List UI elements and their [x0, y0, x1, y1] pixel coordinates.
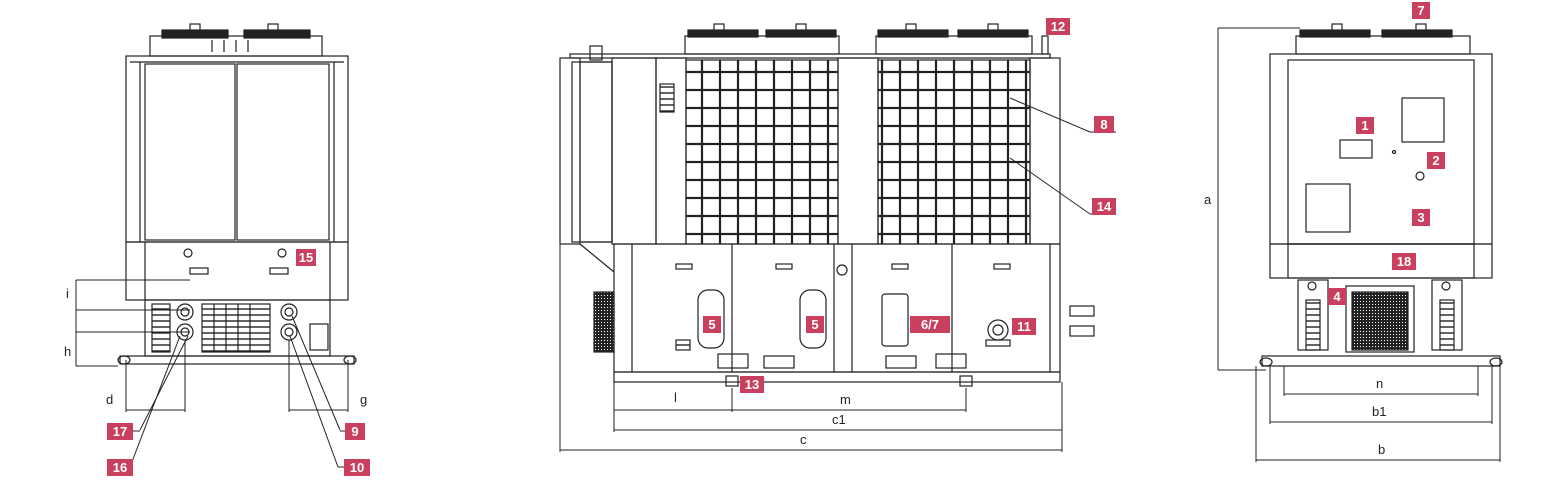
- callout-label-5a: 5: [708, 317, 715, 332]
- callout-label-7: 7: [1417, 3, 1424, 18]
- callout-badge-10: [344, 459, 370, 476]
- callout-badge-4: [1328, 288, 1346, 305]
- callout-badge-18: [1392, 253, 1416, 270]
- callout-badge-8: [1094, 116, 1114, 133]
- side-fan-row: [684, 23, 1049, 55]
- callout-label-5b: 5: [811, 317, 818, 332]
- callout-badge-6-7: [910, 316, 950, 333]
- callout-badge-7: [1412, 2, 1430, 19]
- callout-label-14: 14: [1097, 199, 1112, 214]
- dim-label-g: g: [360, 392, 367, 407]
- callout-label-16: 16: [113, 460, 127, 475]
- left-end-view: [117, 23, 357, 365]
- left-fan-assembly: [149, 23, 323, 57]
- dim-label-b1: b1: [1372, 404, 1386, 419]
- callout-badge-9: [345, 423, 365, 440]
- callout-badge-1: [1356, 117, 1374, 134]
- callout-label-10: 10: [350, 460, 364, 475]
- dim-label-a: a: [1204, 192, 1212, 207]
- right-end-view: [1259, 23, 1503, 367]
- callout-label-18: 18: [1397, 254, 1411, 269]
- callout-badge-5b: [806, 316, 824, 333]
- dim-label-i: i: [66, 286, 69, 301]
- callout-badge-12: [1046, 18, 1070, 35]
- callout-badges: 15 17 9 16 10 12 8 14 5 5 6/7 11 13 7 1: [107, 2, 1445, 476]
- callout-badge-2: [1427, 152, 1445, 169]
- dim-label-c1: c1: [832, 412, 846, 427]
- callout-label-17: 17: [113, 424, 127, 439]
- callout-badge-14: [1092, 198, 1116, 215]
- pump-motor: [985, 319, 1011, 347]
- callout-label-6-7: 6/7: [921, 317, 939, 332]
- callout-badge-13: [740, 376, 764, 393]
- callout-badge-11: [1012, 318, 1036, 335]
- callout-label-12: 12: [1051, 19, 1065, 34]
- callout-label-4: 4: [1333, 289, 1341, 304]
- dim-label-n: n: [1376, 376, 1383, 391]
- callout-label-15: 15: [299, 250, 313, 265]
- callout-label-2: 2: [1432, 153, 1439, 168]
- right-upper-casing: [1269, 53, 1493, 245]
- callout-label-13: 13: [745, 377, 759, 392]
- dim-label-b: b: [1378, 442, 1385, 457]
- callout-label-9: 9: [351, 424, 358, 439]
- condenser-coil-right: [877, 59, 1031, 245]
- condenser-coil-left: [685, 59, 839, 245]
- callout-label-11: 11: [1017, 319, 1031, 334]
- callout-label-3: 3: [1417, 210, 1424, 225]
- dim-label-m: m: [840, 392, 851, 407]
- dim-label-l: l: [674, 390, 677, 405]
- side-lower-body: [613, 243, 1061, 373]
- callout-label-1: 1: [1361, 118, 1368, 133]
- dim-label-d: d: [106, 392, 113, 407]
- callout-label-8: 8: [1100, 117, 1107, 132]
- callout-badge-15: [296, 249, 316, 266]
- dim-label-c: c: [800, 432, 807, 447]
- callout-badge-3: [1412, 209, 1430, 226]
- callout-badge-5a: [703, 316, 721, 333]
- right-fan-assembly: [1295, 23, 1471, 55]
- side-control-box: [559, 57, 581, 245]
- dim-label-h: h: [64, 344, 71, 359]
- callout-badge-16: [107, 459, 133, 476]
- callout-badge-17: [107, 423, 133, 440]
- right-dimensions: [1217, 27, 1501, 462]
- side-view: [559, 23, 1095, 387]
